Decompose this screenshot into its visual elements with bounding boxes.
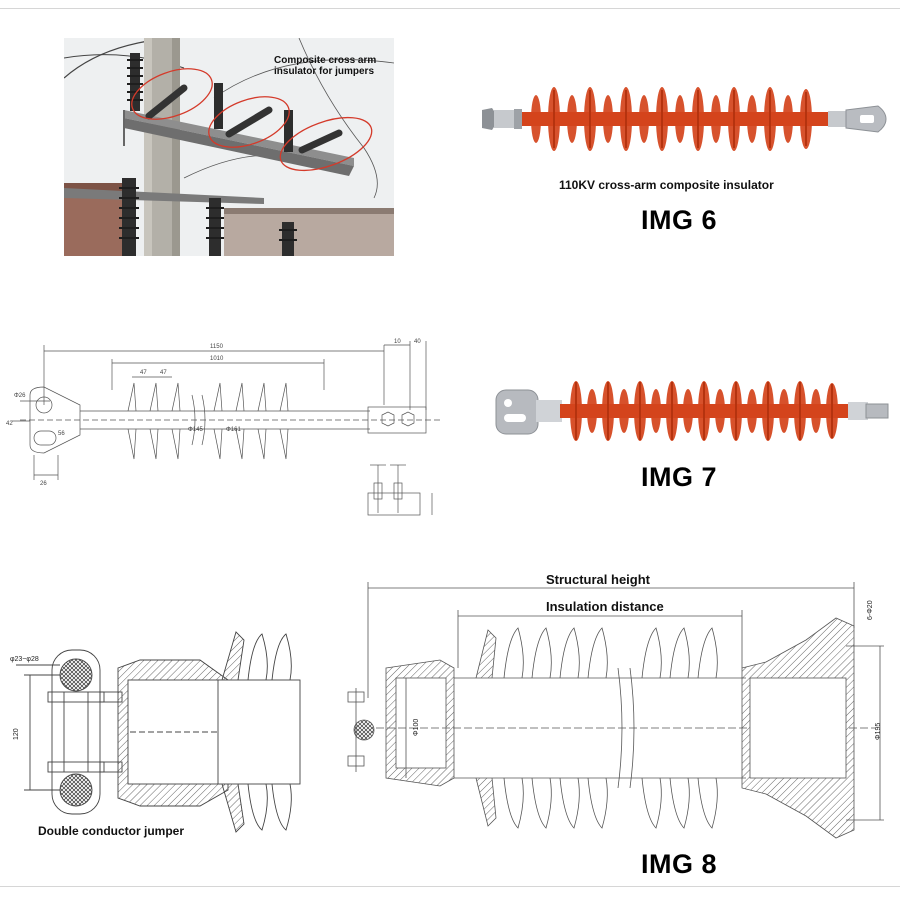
img7-label: IMG 7 [641, 462, 718, 492]
dim-eye: 56 [58, 431, 65, 437]
drawing2-svg: φ23~φ28 120 [10, 631, 301, 833]
drawing1-svg: 1150 1010 47 47 10 40 Φ26 42 56 26 Φ145 … [6, 339, 440, 516]
img6-insulator-drawing [482, 87, 887, 151]
dimension-drawing-1: 1150 1010 47 47 10 40 Φ26 42 56 26 Φ145 … [0, 335, 450, 525]
dim-195: Φ195 [875, 723, 882, 740]
dim-insulation: 1010 [210, 356, 224, 362]
dim-right-b: 40 [414, 339, 421, 345]
dim-bolt: 6-Φ20 [867, 600, 874, 620]
img8-label: IMG 8 [641, 849, 718, 879]
photo-caption-line2: insulator for jumpers [274, 66, 375, 77]
dim-shed-a: 47 [140, 370, 147, 376]
img6-label: IMG 6 [641, 205, 718, 235]
dim-100: Φ100 [413, 719, 420, 736]
dim-total: 1150 [210, 344, 224, 350]
dim-conductor: φ23~φ28 [10, 656, 39, 663]
top-divider [0, 8, 900, 9]
photo-caption: Composite cross arm insulator for jumper… [274, 55, 394, 77]
drawing3-svg: Structural height Insulation distance Φ1… [347, 572, 884, 839]
jumper-caption: Double conductor jumper [38, 824, 185, 838]
dimension-drawing-2: φ23~φ28 120 [0, 620, 310, 850]
pole-photo [64, 38, 394, 256]
dimension-drawing-3: Structural height Insulation distance Φ1… [336, 568, 896, 853]
img7-insulator-photo [492, 372, 892, 452]
structural-height-label: Structural height [546, 572, 651, 587]
img6-caption: 110KV cross-arm composite insulator [559, 178, 774, 192]
dim-d1: Φ145 [188, 427, 203, 433]
dim-hole: Φ26 [14, 393, 26, 399]
dim-height: 42 [6, 421, 13, 427]
dim-120: 120 [13, 728, 20, 740]
insulation-distance-label: Insulation distance [546, 599, 664, 614]
dim-d2: Φ161 [226, 427, 241, 433]
dim-shed-b: 47 [160, 370, 167, 376]
bottom-divider [0, 886, 900, 887]
dim-bottom: 26 [40, 481, 47, 487]
photo-caption-line1: Composite cross arm [274, 55, 377, 66]
pole-photo-drawing [64, 38, 394, 256]
img7-insulator-drawing [495, 381, 889, 441]
img6-insulator-photo [478, 80, 888, 160]
dim-right-a: 10 [394, 339, 401, 345]
